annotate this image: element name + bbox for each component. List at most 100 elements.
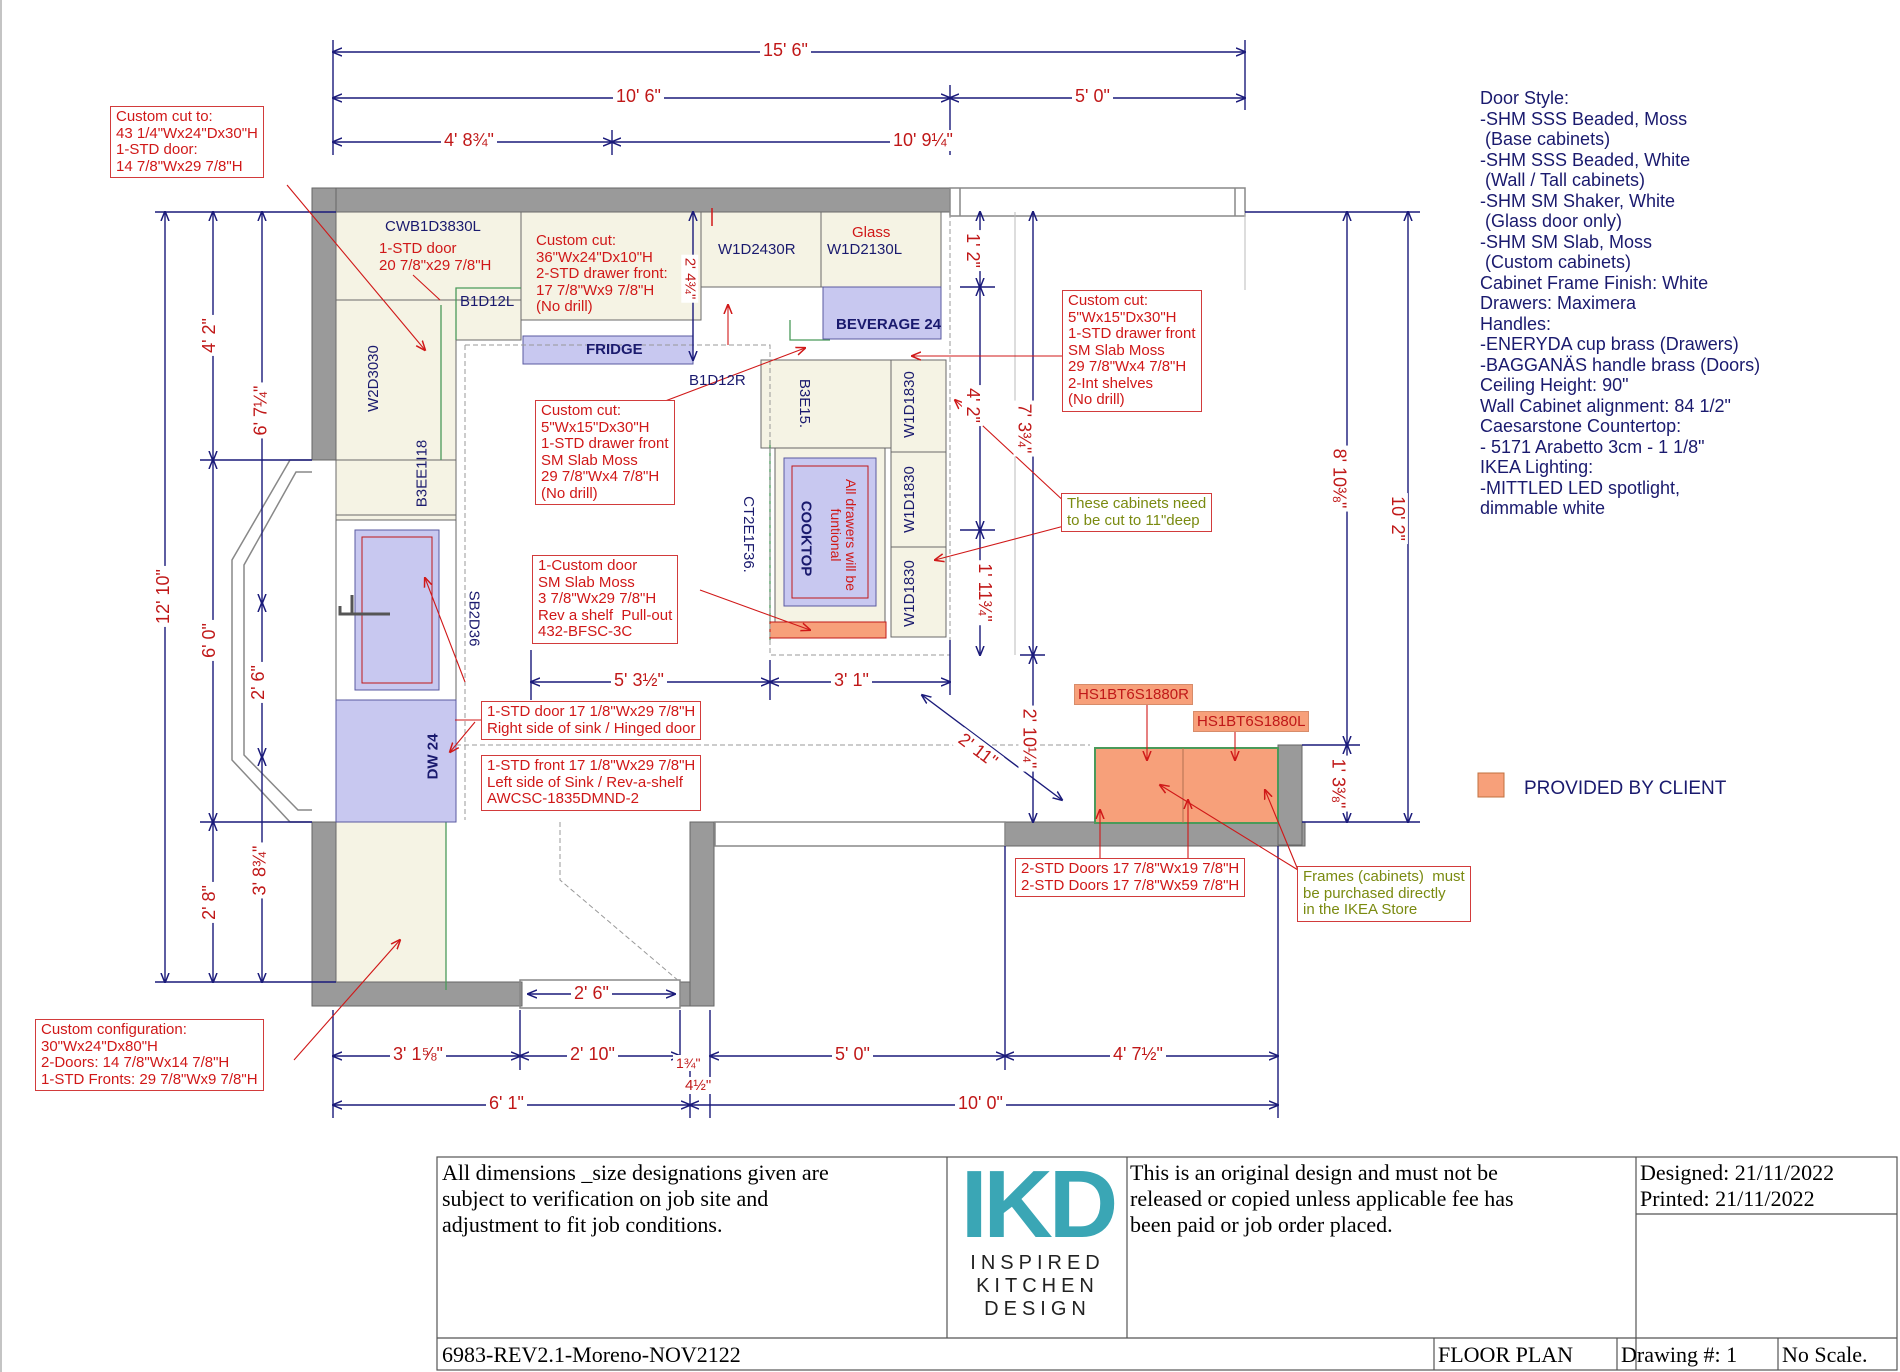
dim-top-seg1: 4' 8¾" (441, 130, 497, 151)
designed-date: Designed: 21/11/2022 (1640, 1160, 1835, 1185)
dim-right-4-2: 4' 2" (961, 385, 983, 426)
dim-mid-3-1: 3' 1" (831, 670, 872, 691)
dim-top-total: 15' 6" (760, 40, 811, 61)
spec-line: Handles: (1480, 313, 1552, 334)
dim-left-inner-lower: 3' 8¾" (249, 842, 271, 899)
spec-line: (Wall / Tall cabinets) (1480, 170, 1646, 190)
dim-left-inner-upper: 6' 7¼" (250, 382, 272, 439)
note-custom-config: Custom configuration: 30"Wx24"Dx80"H 2-D… (35, 1019, 264, 1091)
spec-line: -SHM SM Slab, Moss (1480, 231, 1653, 252)
appliance-dishwasher: DW 24 (424, 733, 442, 780)
spec-line: -SHM SSS Beaded, Moss (1480, 108, 1688, 129)
note-custom-cut-top: Custom cut to: 43 1/4"Wx24"Dx30"H 1-STD … (110, 106, 264, 178)
spec-line: dimmable white (1480, 498, 1606, 518)
spec-line: (Glass door only) (1480, 211, 1623, 231)
spec-line: IKEA Lighting: (1480, 457, 1594, 477)
spec-line: (Base cabinets) (1480, 129, 1611, 149)
cabinet-w1d1830-a: W1D1830 (900, 371, 918, 438)
cabinet-cwb1d3830l: CWB1D3830L (385, 218, 481, 235)
drawing-number: Drawing #: 1 (1621, 1342, 1738, 1367)
dim-right-2-4: 2' 4¾" (681, 254, 699, 303)
dim-right-10-2: 10' 2" (1386, 493, 1408, 544)
cabinet-w1d1830-c: W1D1830 (900, 560, 918, 627)
dim-mid-5-3: 5' 3½" (611, 670, 667, 691)
note-custom-cut-right: Custom cut: 5"Wx15"Dx30"H 1-STD drawer f… (1062, 290, 1202, 412)
project-id: 6983-REV2.1-Moreno-NOV2122 (442, 1342, 741, 1367)
dim-bottom-4-half: 4½" (682, 1077, 715, 1094)
note-sink-right: 1-STD door 17 1/8"Wx29 7/8"H Right side … (481, 701, 702, 740)
dim-left-lower: 2' 8" (198, 882, 220, 923)
note-custom-cut-36: Custom cut: 36"Wx24"Dx10"H 2-STD drawer … (536, 232, 668, 315)
dim-top-right: 5' 0" (1072, 86, 1113, 107)
dim-bottom-1-3: 1¾" (673, 1055, 704, 1071)
ikd-logo: IKD INSPIRED KITCHEN DESIGN (955, 1151, 1120, 1330)
dim-bottom-5-0: 5' 0" (832, 1044, 873, 1065)
copyright-text: This is an original design and must not … (1130, 1160, 1514, 1237)
spec-line: -MITTLED LED spotlight, (1480, 477, 1681, 498)
spec-line: Caesarstone Countertop: (1480, 416, 1682, 436)
spec-line: Ceiling Height: 90" (1480, 375, 1629, 395)
dim-bottom-4-7: 4' 7½" (1110, 1044, 1166, 1065)
cabinet-sb2d36: SB2D36 (465, 590, 483, 647)
spec-line: -SHM SM Shaker, White (1480, 190, 1676, 211)
spec-line: Drawers: Maximera (1480, 293, 1637, 313)
cooktop-note: All drawers will be funtional (828, 478, 859, 592)
logo-word-3: DESIGN (984, 1298, 1091, 1320)
client-cabinet-hs-r: HS1BT6S1880R (1074, 684, 1193, 705)
client-cabinet-hs-l: HS1BT6S1880L (1193, 711, 1310, 732)
logo-word-2: KITCHEN (976, 1275, 1099, 1297)
cabinet-b1d12r: B1D12R (689, 372, 746, 389)
dim-bottom-3-1: 3' 1⅝" (390, 1044, 446, 1065)
note-custom-door: 1-Custom door SM Slab Moss 3 7/8"Wx29 7/… (532, 555, 679, 644)
printed-date: Printed: 21/11/2022 (1640, 1186, 1815, 1211)
disclaimer-text: All dimensions _size designations given … (442, 1160, 829, 1237)
dim-right-1-2: 1' 2" (961, 230, 983, 271)
dim-right-1-11: 1' 11¾" (973, 560, 995, 625)
dim-right-7-3: 7' 3¾" (1013, 400, 1035, 457)
note-sink-left: 1-STD front 17 1/8"Wx29 7/8"H Left side … (481, 755, 702, 811)
dim-left-mid: 6' 0" (198, 620, 220, 661)
dim-top-left: 10' 6" (613, 86, 664, 107)
sheet-title: FLOOR PLAN (1438, 1342, 1574, 1367)
appliance-fridge: FRIDGE (586, 341, 643, 358)
cabinet-glass-label: Glass (852, 224, 891, 241)
dim-bottom-6-1: 6' 1" (486, 1093, 527, 1114)
dim-left-total: 12' 10" (152, 566, 174, 627)
cabinet-w2d3030: W2D3030 (364, 345, 382, 412)
logo-letters: IKD (960, 1151, 1118, 1258)
dim-top-seg2: 10' 9¼" (890, 130, 956, 151)
spec-line: (Custom cabinets) (1480, 252, 1632, 272)
note-cwb-door: 1-STD door 20 7/8"x29 7/8"H (379, 240, 492, 274)
spec-list: Door Style: -SHM SSS Beaded, Moss (Base … (1480, 88, 1880, 519)
spec-line: -ENERYDA cup brass (Drawers) (1480, 334, 1739, 354)
note-cut-11-deep: These cabinets need to be cut to 11"deep (1061, 493, 1213, 532)
cabinet-b3e15: B3E15. (796, 378, 814, 429)
spec-line: -SHM SSS Beaded, White (1480, 149, 1691, 170)
dim-right-8-10: 8' 10⅜" (1328, 445, 1350, 512)
spec-line: Wall Cabinet alignment: 84 1/2" (1480, 395, 1731, 416)
dim-right-2-10: 2' 10¼" (1018, 705, 1040, 772)
dim-left-upper: 4' 2" (198, 315, 220, 356)
appliance-cooktop: COOKTOP (797, 500, 815, 577)
spec-line: - 5171 Arabetto 3cm - 1 1/8" (1480, 436, 1705, 457)
dim-bottom-10-0: 10' 0" (955, 1093, 1006, 1114)
dim-window-2-6: 2' 6" (571, 983, 612, 1004)
legend-label: PROVIDED BY CLIENT (1524, 778, 1727, 799)
cabinet-w1d1830-b: W1D1830 (900, 466, 918, 533)
cabinet-w1d2430r: W1D2430R (718, 241, 796, 258)
cabinet-b3ee1i18: B3EE1I18 (413, 439, 431, 508)
appliance-beverage: BEVERAGE 24 (836, 316, 942, 333)
dim-right-1-3: 1' 3⅜" (1327, 755, 1349, 812)
note-custom-cut-mid: Custom cut: 5"Wx15"Dx30"H 1-STD drawer f… (535, 400, 675, 505)
dim-left-inner-mid: 2' 6" (247, 662, 269, 703)
spec-line: Door Style: (1480, 88, 1570, 108)
note-frames: Frames (cabinets) must be purchased dire… (1297, 866, 1471, 922)
dim-bottom-2-10: 2' 10" (567, 1044, 618, 1065)
logo-word-1: INSPIRED (970, 1252, 1105, 1274)
cabinet-b1d12l: B1D12L (460, 293, 515, 310)
scale-label: No Scale. (1782, 1342, 1868, 1367)
spec-line: -BAGGANÄS handle brass (Doors) (1480, 354, 1761, 375)
note-hs-doors: 2-STD Doors 17 7/8"Wx19 7/8"H 2-STD Door… (1015, 858, 1246, 897)
cabinet-ct2e1f36: CT2E1F36. (739, 496, 757, 573)
